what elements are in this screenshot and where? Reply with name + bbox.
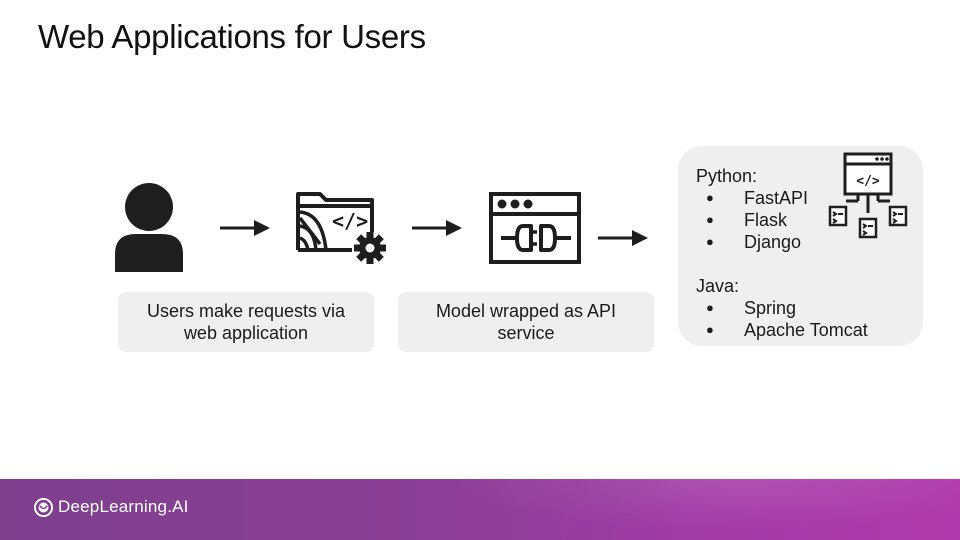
- bullet-icon: ●: [706, 234, 714, 249]
- deeplearning-logo-icon: [34, 497, 53, 517]
- list-item: ● Spring: [706, 297, 868, 319]
- api-plug-window-icon: [489, 192, 581, 264]
- python-heading: Python:: [696, 166, 758, 186]
- list-item: ● Django: [706, 231, 808, 253]
- brand-name: DeepLearning.AI: [58, 497, 189, 516]
- framework-django: Django: [744, 232, 802, 252]
- caption-users-requests: Users make requests via web application: [118, 292, 374, 352]
- caption-line: Users make requests via: [146, 301, 346, 321]
- caption-line: Model wrapped as API: [435, 301, 617, 321]
- web-app-code-gear-icon: </>: [296, 192, 386, 264]
- svg-text:</>: </>: [856, 174, 880, 189]
- bullet-icon: ●: [706, 300, 714, 315]
- list-item: ● FastAPI: [706, 187, 808, 209]
- list-item: ● Flask: [706, 209, 808, 231]
- java-framework-list: ● Spring ● Apache Tomcat: [706, 297, 868, 341]
- code-server-network-icon: </>: [828, 152, 908, 239]
- brand-logo-lockup: DeepLearning.AI: [34, 497, 189, 517]
- right-arrow-icon: [598, 230, 648, 246]
- bullet-icon: ●: [706, 190, 714, 205]
- java-heading: Java:: [696, 276, 740, 296]
- caption-line: web application: [183, 323, 309, 343]
- bullet-icon: ●: [706, 212, 714, 227]
- svg-text:</>: </>: [332, 209, 368, 233]
- bullet-icon: ●: [706, 322, 714, 337]
- framework-fastapi: FastAPI: [744, 188, 809, 208]
- right-arrow-icon: [412, 220, 462, 236]
- python-framework-list: ● FastAPI ● Flask ● Django: [706, 187, 808, 253]
- footer-bar: [0, 479, 960, 540]
- list-item: ● Apache Tomcat: [706, 319, 868, 341]
- framework-flask: Flask: [744, 210, 788, 230]
- footer-glow: [400, 479, 960, 540]
- framework-apache-tomcat: Apache Tomcat: [744, 320, 868, 340]
- caption-line: service: [497, 323, 555, 343]
- user-icon: [115, 183, 183, 272]
- caption-model-api: Model wrapped as API service: [398, 292, 654, 352]
- right-arrow-icon: [220, 220, 270, 236]
- slide-title: Web Applications for Users: [38, 18, 426, 55]
- framework-spring: Spring: [744, 298, 797, 318]
